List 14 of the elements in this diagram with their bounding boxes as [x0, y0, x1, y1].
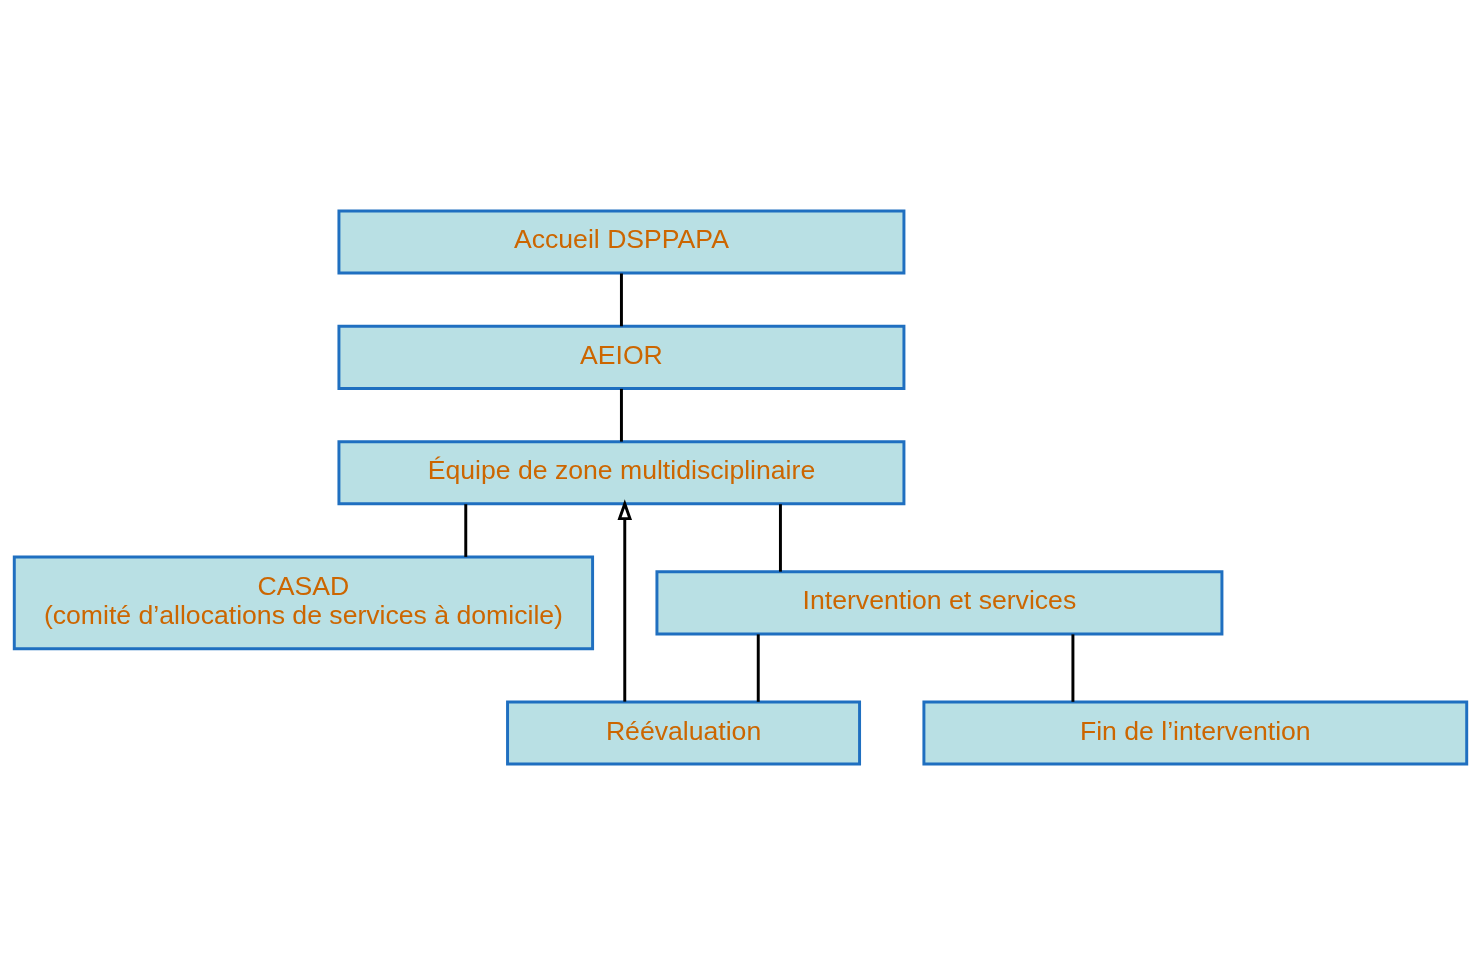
node-box: Accueil DSPPAPA: [337, 209, 906, 275]
connector: [778, 504, 782, 572]
node-box: Réévaluation: [506, 700, 862, 766]
connector: [619, 273, 623, 327]
node-box: Intervention et services: [655, 570, 1224, 636]
node-box: Équipe de zone multidisciplinaire: [337, 440, 906, 506]
connector: [756, 634, 760, 702]
connector: [619, 388, 623, 442]
node-box: AEIOR: [337, 324, 906, 390]
connector: [1071, 634, 1075, 702]
connector: [464, 504, 468, 557]
node-box: CASAD (comité d’allocations de services à domicile): [12, 555, 595, 651]
node-box: Fin de l’intervention: [922, 700, 1469, 766]
arrow: [617, 499, 633, 702]
